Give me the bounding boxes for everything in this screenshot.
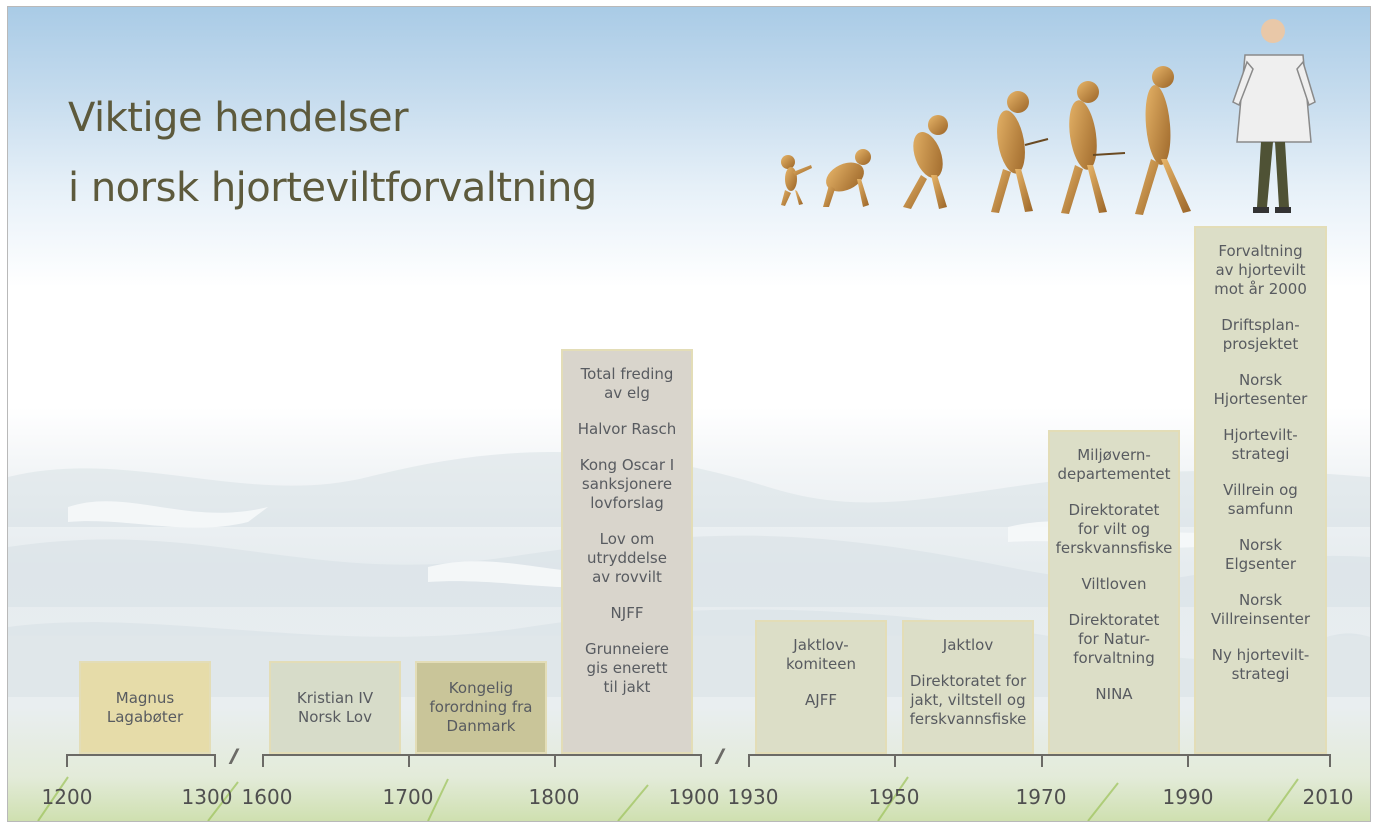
event-box-1970: Jaktlov Direktoratet for jakt, viltstell…: [902, 620, 1034, 754]
event-text: Hjortevilt- strategi: [1223, 426, 1298, 463]
timeline-tick: [214, 754, 216, 767]
event-text: Lov om utryddelse av rovvilt: [587, 530, 667, 586]
event-text: Kristian IV Norsk Lov: [296, 688, 374, 726]
event-text: Forvaltning av hjortevilt mot år 2000: [1214, 242, 1307, 298]
year-label-2010: 2010: [1302, 785, 1354, 809]
event-text: Direktoratet for jakt, viltstell og fers…: [909, 672, 1027, 728]
year-label-1900: 1900: [668, 785, 720, 809]
event-text: Norsk Hjortesenter: [1213, 371, 1308, 408]
event-text: Halvor Rasch: [577, 420, 677, 438]
event-text: Grunneiere gis enerett til jakt: [584, 640, 669, 696]
year-label-1930: 1930: [727, 785, 779, 809]
event-text: Villrein og samfunn: [1223, 481, 1298, 518]
event-box-1700: Kristian IV Norsk Lov: [269, 661, 401, 754]
event-text: Direktoratet for Natur- forvaltning: [1068, 611, 1160, 667]
timeline-axis-segment-2: [262, 754, 700, 756]
year-label-1970: 1970: [1015, 785, 1067, 809]
event-box-1800: Kongelig forordning fra Danmark: [415, 661, 547, 754]
year-label-1700: 1700: [382, 785, 434, 809]
axis-break-1: //: [230, 745, 238, 767]
event-box-1990: Miljøvern- departementet Direktoratet fo…: [1048, 430, 1180, 754]
event-text: AJFF: [805, 691, 837, 709]
timeline-tick: [1041, 754, 1043, 767]
event-text: Ny hjortevilt- strategi: [1211, 646, 1310, 683]
timeline-axis-segment-3: [748, 754, 1330, 756]
timeline-tick: [1187, 754, 1189, 767]
event-text: Viltloven: [1081, 575, 1147, 593]
event-box-2010: Forvaltning av hjortevilt mot år 2000 Dr…: [1194, 226, 1327, 754]
event-text: Miljøvern- departementet: [1057, 446, 1171, 483]
year-label-1600: 1600: [241, 785, 293, 809]
timeline-tick: [700, 754, 702, 767]
event-text: NJFF: [610, 604, 644, 622]
event-text: Jaktlov: [942, 636, 994, 654]
event-text: Norsk Elgsenter: [1225, 536, 1296, 573]
timeline-axis-segment-1: [66, 754, 216, 756]
timeline-tick: [748, 754, 750, 767]
page-title-line-2: i norsk hjorteviltforvaltning: [68, 165, 597, 211]
year-label-1800: 1800: [528, 785, 580, 809]
timeline-slide: Viktige hendelser i norsk hjorteviltforv…: [7, 6, 1371, 822]
timeline-tick: [262, 754, 264, 767]
page-title-line-1: Viktige hendelser: [68, 95, 409, 141]
event-text: Kongelig forordning fra Danmark: [429, 679, 533, 735]
event-box-1950: Jaktlov- komiteen AJFF: [755, 620, 887, 754]
timeline-tick: [66, 754, 68, 767]
timeline-tick: [554, 754, 556, 767]
year-label-1950: 1950: [868, 785, 920, 809]
event-box-1900: Total freding av elg Halvor Rasch Kong O…: [561, 349, 693, 754]
event-text: Total freding av elg: [580, 365, 674, 402]
timeline-tick: [1329, 754, 1331, 767]
axis-break-2: //: [716, 745, 724, 767]
timeline-tick: [408, 754, 410, 767]
year-label-1200: 1200: [41, 785, 93, 809]
event-text: Direktoratet for vilt og ferskvannsfiske: [1055, 501, 1173, 557]
event-text: Magnus Lagabøter: [106, 688, 184, 726]
year-label-1990: 1990: [1162, 785, 1214, 809]
event-text: Driftsplan- prosjektet: [1221, 316, 1300, 353]
event-text: NINA: [1095, 685, 1133, 703]
event-text: Kong Oscar I sanksjonere lovforslag: [579, 456, 675, 512]
event-text: Jaktlov- komiteen: [786, 636, 856, 673]
event-text: Norsk Villreinsenter: [1210, 591, 1310, 628]
event-box-1300: Magnus Lagabøter: [79, 661, 211, 754]
timeline-tick: [894, 754, 896, 767]
year-label-1300: 1300: [181, 785, 233, 809]
evolution-of-man-icon: [781, 19, 1316, 215]
